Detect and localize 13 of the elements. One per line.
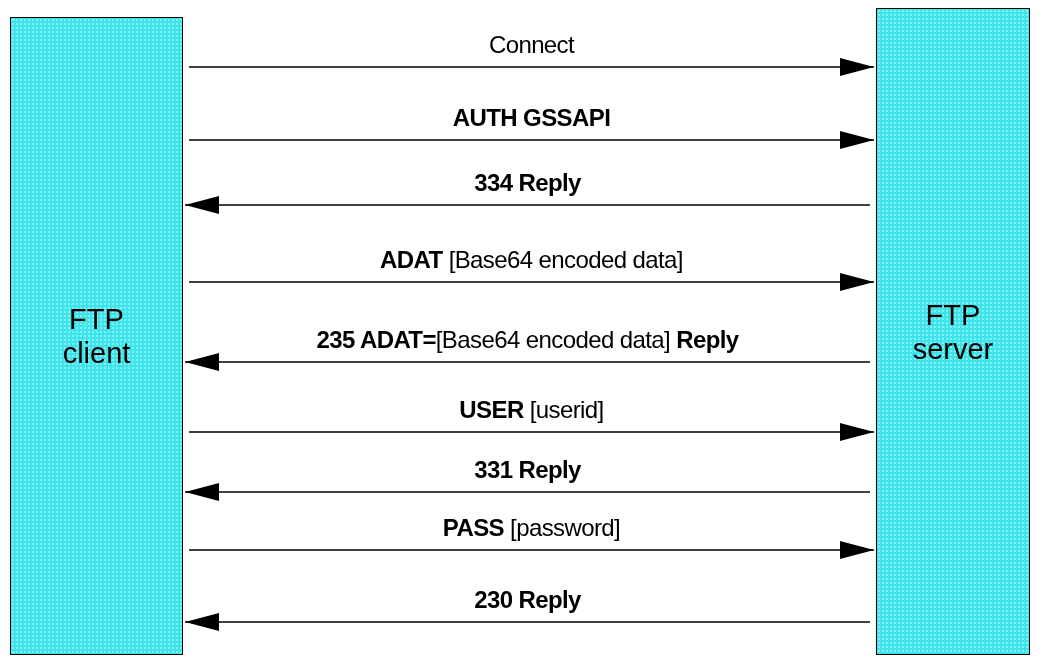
arrow (184, 483, 871, 501)
participant-box (876, 8, 1030, 655)
arrow (184, 353, 871, 371)
participant-box (10, 17, 183, 655)
arrow (188, 541, 875, 559)
arrow (188, 58, 875, 76)
arrow (184, 613, 871, 631)
arrow (184, 196, 871, 214)
participant-label: FTP server (911, 297, 995, 366)
arrow (188, 131, 875, 149)
participant-label: FTP client (61, 302, 132, 370)
arrow (188, 273, 875, 291)
arrow (188, 423, 875, 441)
